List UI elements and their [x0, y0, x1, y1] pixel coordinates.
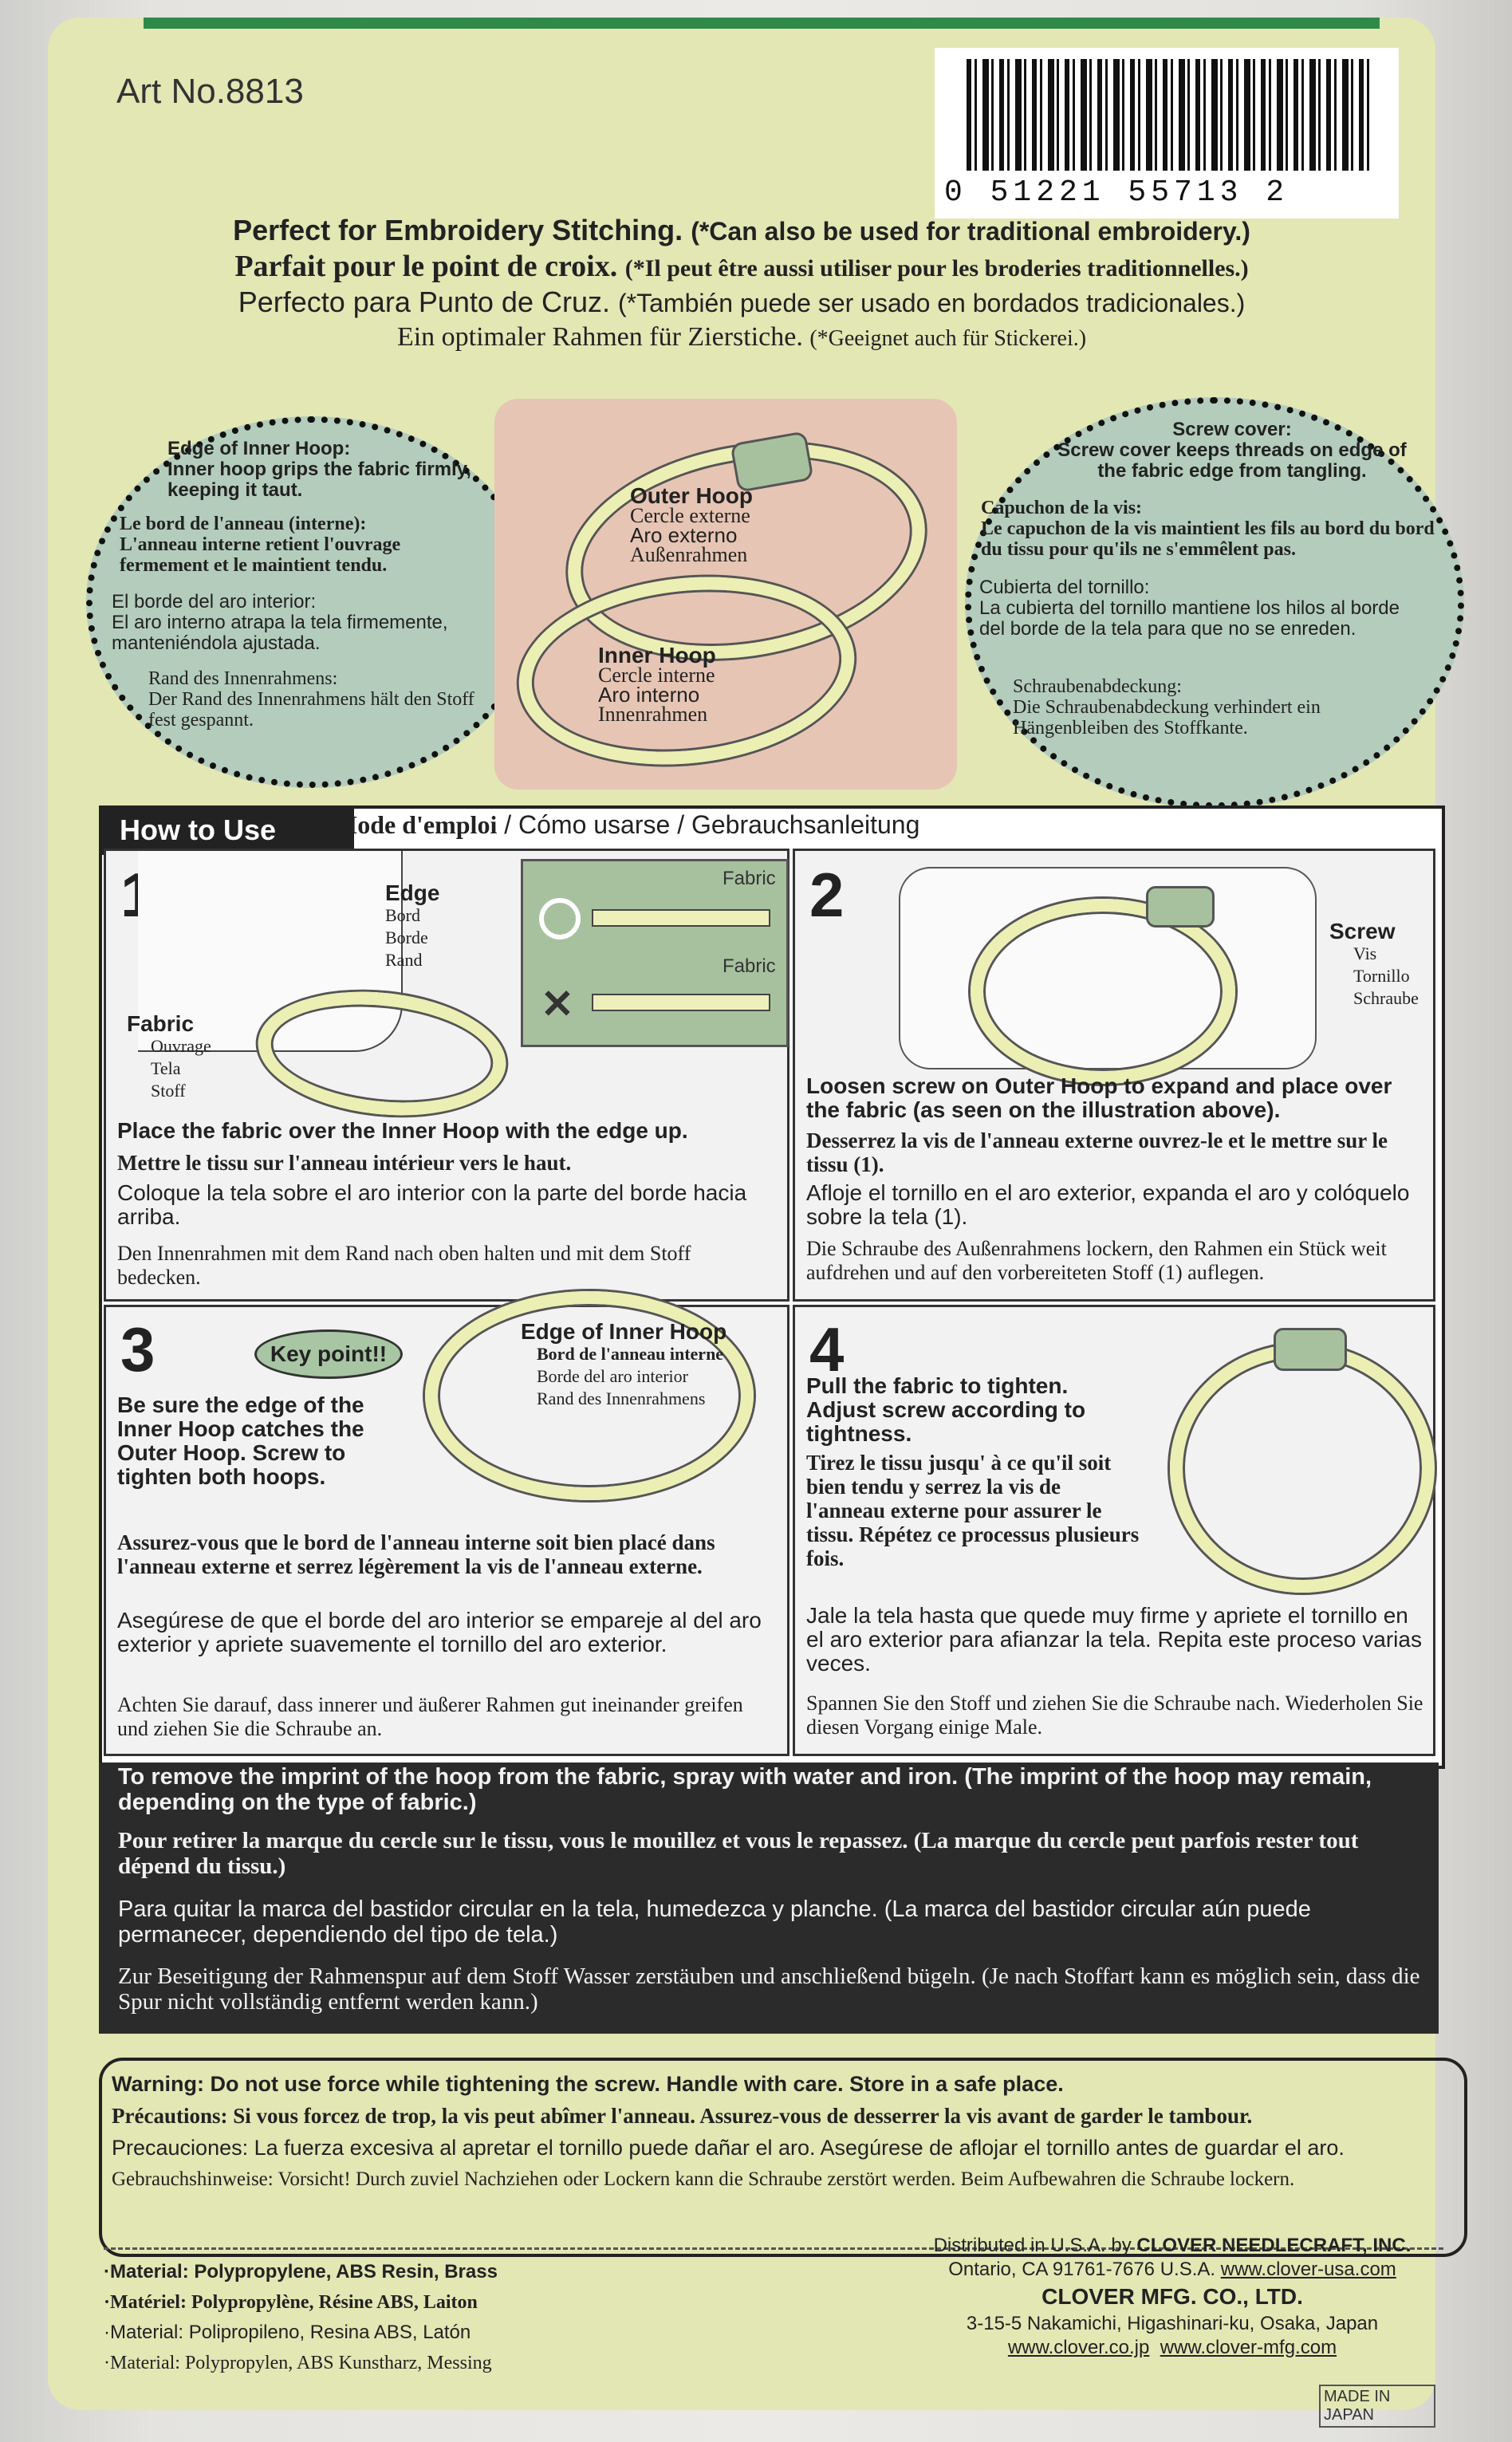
- step4-es: Jale la tela hasta que quede muy firme y…: [806, 1603, 1422, 1676]
- warning-box: [99, 2058, 1467, 2257]
- hoop-tighten-drawing: [1170, 1344, 1435, 1593]
- correct-incorrect-inset: Fabric Fabric ✕: [521, 859, 789, 1047]
- warning-fr: Précautions: Si vous forcez de trop, la …: [112, 2104, 1253, 2128]
- step1-de: Den Innenrahmen mit dem Rand nach oben h…: [117, 1242, 691, 1289]
- screw-cover-es: Cubierta del tornillo:La cubierta del to…: [979, 577, 1400, 640]
- step-number: 2: [809, 860, 845, 930]
- screw-cover-en: Screw cover:Screw cover keeps threads on…: [1057, 419, 1407, 482]
- imprint-en: To remove the imprint of the hoop from t…: [118, 1764, 1372, 1815]
- distributor-line: Distributed in U.S.A. by CLOVER NEEDLECR…: [933, 2235, 1412, 2256]
- manufacturer-address: 3-15-5 Nakamichi, Higashinari-ku, Osaka,…: [966, 2313, 1379, 2334]
- inner-edge-fr: Le bord de l'anneau (interne):L'anneau i…: [120, 514, 401, 576]
- key-point-badge: Key point!!: [254, 1329, 403, 1379]
- step2-es: Afloje el tornillo en el aro exterior, e…: [806, 1180, 1410, 1229]
- step4-fr: Tirez le tissu jusqu' à ce qu'il soit bi…: [806, 1451, 1140, 1570]
- inner-edge-es: El borde del aro interior:El aro interno…: [112, 591, 448, 654]
- step-4: 4 Pull the fabric to tighten. Adjust scr…: [793, 1305, 1435, 1756]
- incorrect-hoop-drawing: [592, 994, 770, 1011]
- material-de: ·Material: Polypropylen, ABS Kunstharz, …: [104, 2353, 492, 2373]
- green-top-strip: [144, 18, 1380, 29]
- step4-en: Pull the fabric to tighten. Adjust screw…: [806, 1373, 1086, 1446]
- step3-en: Be sure the edge of the Inner Hoop catch…: [117, 1392, 364, 1489]
- inset-fabric-label-top: Fabric: [723, 868, 776, 889]
- incorrect-mark-icon: ✕: [541, 982, 574, 1026]
- correct-mark-icon: [539, 898, 581, 939]
- correct-hoop-drawing: [592, 909, 770, 927]
- inner-hoop-edge-bubble: [86, 416, 537, 788]
- dashed-divider: [104, 2247, 1443, 2250]
- imprint-fr: Pour retirer la marque du cercle sur le …: [118, 1828, 1359, 1879]
- imprint-es: Para quitar la marca del bastidor circul…: [118, 1896, 1311, 1948]
- warning-en: Warning: Do not use force while tighteni…: [112, 2072, 1064, 2096]
- imprint-de: Zur Beseitigung der Rahmenspur auf dem S…: [118, 1963, 1420, 2015]
- step2-en: Loosen screw on Outer Hoop to expand and…: [806, 1073, 1392, 1122]
- barcode: 0 51221 55713 2: [935, 48, 1399, 219]
- step1-en: Place the fabric over the Inner Hoop wit…: [117, 1118, 688, 1143]
- fabric-drawing: [138, 851, 403, 1052]
- step3-es: Asegúrese de que el borde del aro interi…: [117, 1608, 762, 1656]
- step2-de: Die Schraube des Außenrahmens lockern, d…: [806, 1237, 1387, 1284]
- step4-de: Spannen Sie den Stoff und ziehen Sie die…: [806, 1692, 1423, 1739]
- headline-english: Perfect for Embroidery Stitching. (*Can …: [233, 214, 1250, 246]
- step2-fr: Desserrez la vis de l'anneau externe ouv…: [806, 1128, 1388, 1176]
- step-number: 3: [120, 1314, 156, 1384]
- barcode-bars: [967, 59, 1373, 171]
- step1-fr: Mettre le tissu sur l'anneau intérieur v…: [117, 1151, 572, 1175]
- inner-edge-en: Edge of Inner Hoop:Inner hoop grips the …: [167, 438, 471, 501]
- article-number: Art No.8813: [116, 72, 304, 111]
- screw-cover-de: Schraubenabdeckung:Die Schraubenabdeckun…: [1013, 676, 1321, 739]
- step3-fr: Assurez-vous que le bord de l'anneau int…: [117, 1530, 715, 1578]
- inset-fabric-label-bottom: Fabric: [723, 955, 776, 977]
- screw-cover-drawing: [1146, 886, 1215, 928]
- step3-de: Achten Sie darauf, dass innerer und äuße…: [117, 1693, 743, 1740]
- material-es: ·Material: Polipropileno, Resina ABS, La…: [104, 2322, 471, 2343]
- made-in-japan-label: MADE IN JAPAN: [1319, 2385, 1435, 2428]
- material-fr: ·Matériel: Polypropylène, Résine ABS, La…: [104, 2292, 478, 2313]
- barcode-number: 0 51221 55713 2: [944, 175, 1290, 210]
- headline-spanish: Perfecto para Punto de Cruz. (*También p…: [238, 286, 1246, 318]
- manufacturer-name: CLOVER MFG. CO., LTD.: [1041, 2284, 1303, 2309]
- screw-cover-fr: Capuchon de la vis:Le capuchon de la vis…: [981, 498, 1435, 560]
- how-to-use-tab: How to Use: [99, 805, 354, 855]
- manufacturer-urls: www.clover.co.jp www.clover-mfg.com: [1007, 2337, 1337, 2358]
- step-number: 4: [809, 1314, 845, 1384]
- warning-de: Gebrauchshinweise: Vorsicht! Durch zuvie…: [112, 2168, 1295, 2190]
- headline-german: Ein optimaler Rahmen für Zierstiche. (*G…: [396, 322, 1087, 352]
- screw-cover-drawing: [1274, 1328, 1347, 1371]
- inner-edge-de: Rand des Innenrahmens:Der Rand des Innen…: [148, 668, 474, 731]
- product-card: Art No.8813 0 51221 55713 2 Perfect for …: [48, 18, 1467, 2428]
- how-to-use-subtitle: Mode d'emploi / Cómo usarse / Gebrauchsa…: [333, 810, 920, 839]
- imprint-removal-bar: [99, 1763, 1439, 2034]
- warning-es: Precauciones: La fuerza excesiva al apre…: [112, 2136, 1345, 2160]
- distributor-address: Ontario, CA 91761-7676 U.S.A. www.clover…: [948, 2259, 1396, 2280]
- headline-french: Parfait pour le point de croix. (*Il peu…: [234, 250, 1249, 283]
- step1-es: Coloque la tela sobre el aro interior co…: [117, 1180, 747, 1229]
- material-en: ·Material: Polypropylene, ABS Resin, Bra…: [104, 2261, 498, 2282]
